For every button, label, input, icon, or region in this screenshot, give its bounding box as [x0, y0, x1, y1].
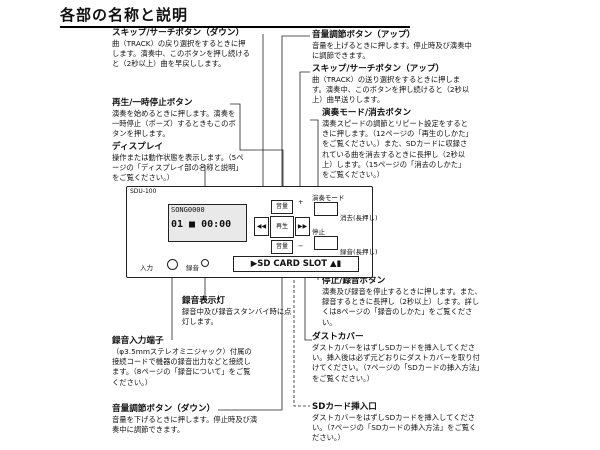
annotation-mode-delete: 演奏モード/消去ボタン 演奏スピードの調節とリピート設定をするときに押します。（… [322, 108, 470, 180]
delete-label: 消去(長押し) [340, 214, 378, 222]
annotation-skip-fwd: スキップ/サーチボタン（アップ） 曲（TRACK）の送り選択をするときに押します… [312, 64, 472, 106]
annotation-body: 音量を下げるときに押します。停止時及び演奏中に調節できます。 [112, 415, 258, 435]
annotation-rec-input: 録音入力端子 （φ3.5mmステレオミニジャック）付属の接続コードで機器の録音出… [112, 336, 252, 388]
control-pad: 音量 ◀◀ 再生 ▶▶ 音量 + − [254, 198, 310, 254]
annotation-title: 音量調節ボタン（アップ） [312, 30, 416, 40]
input-label: 入力 [140, 264, 153, 272]
annotation-sd-slot: SDカード挿入口 ダストカバーをはずしSDカードを挿入してください。（7ページの… [312, 402, 480, 444]
leader-vol-up [281, 35, 310, 204]
annotation-body: ダストカバーをはずしSDカードを挿入してください。挿入後は必ず元どおりにダストカ… [312, 343, 480, 383]
annotation-stop-rec: 停止/録音ボタン 演奏及び録音を停止するときに押します。また、録音するときに長押… [322, 276, 482, 328]
model-label: SDU-100 [130, 188, 157, 195]
record-input-jack[interactable] [167, 259, 178, 270]
play-pause-button[interactable]: 再生 [270, 216, 294, 238]
annotation-title: 演奏モード/消去ボタン [322, 108, 412, 118]
annotation-body: 曲（TRACK）の戻り選択をするときに押します。演奏中、このボタンを押し続けると… [112, 39, 250, 69]
leader-mode [310, 119, 319, 198]
annotation-body: 演奏を始めるときに押します。演奏を一時停止（ポーズ）するときもこのボタンを押しま… [112, 109, 236, 139]
sd-card-slot[interactable]: ▶SD CARD SLOT ▲▮ [233, 256, 359, 272]
annotation-body: 演奏スピードの調節とリピート設定をするときに押します。（12ページの「再生のしか… [322, 119, 470, 180]
annotation-body: 音量を上げるときに押します。停止時及び演奏中に調節できます。 [312, 41, 472, 61]
annotation-body: 演奏及び録音を停止するときに押します。また、録音するときに長押し（2秒以上）しま… [322, 287, 482, 327]
stop-label: 停止 [312, 228, 325, 236]
annotation-body: ダストカバーをはずしSDカードを挿入してください。（7ページの「SDカードの挿入… [312, 413, 477, 443]
annotation-title: 録音表示灯 [182, 296, 225, 306]
annotation-title: 録音入力端子 [112, 336, 164, 346]
annotation-title: 停止/録音ボタン [322, 276, 386, 286]
skip-forward-button[interactable]: ▶▶ [295, 217, 310, 236]
annotation-play-pause: 再生/一時停止ボタン 演奏を始めるときに押します。演奏を一時停止（ポーズ）すると… [112, 98, 236, 140]
annotation-vol-down: 音量調節ボタン（ダウン） 音量を下げるときに押します。停止時及び演奏中に調節でき… [112, 404, 262, 435]
skip-back-button[interactable]: ◀◀ [254, 217, 269, 236]
annotation-title: スキップ/サーチボタン（アップ） [312, 64, 445, 74]
page-title: 各部の名称と説明 [60, 6, 189, 24]
annotation-title: SDカード挿入口 [312, 402, 377, 412]
record-label: 録音(長押し) [340, 248, 378, 256]
leader-sd-slot [293, 270, 310, 407]
annotation-display: ディスプレイ 操作または動作状態を表示します。（5ページの「ディスプレイ部の名称… [112, 142, 244, 184]
annotation-skip-back: スキップ/サーチボタン（ダウン） 曲（TRACK）の戻り選択をするときに押します… [112, 28, 252, 70]
leader-dust [304, 270, 312, 341]
leader-skip-fwd [299, 71, 310, 214]
title-underline [60, 26, 410, 28]
lcd-time-readout: 01 ■ 00:00 [171, 219, 232, 230]
leader-play [230, 103, 284, 212]
lcd-display [168, 204, 247, 242]
minus-label: − [298, 242, 304, 250]
annotation-title: 音量調節ボタン（ダウン） [112, 404, 216, 414]
stop-record-button[interactable] [314, 236, 338, 250]
annotation-body: 操作または動作状態を表示します。（5ページの「ディスプレイ部の名称と説明」をご覧… [112, 153, 244, 183]
mode-delete-button[interactable] [314, 202, 338, 216]
annotation-body: 録音中及び録音スタンバイ時に点灯します。 [182, 307, 292, 327]
lcd-song-label: SONG0000 [171, 206, 205, 214]
annotation-body: 曲（TRACK）の送り選択をするときに押します。演奏中、このボタンを押し続けると… [312, 75, 470, 105]
annotation-body: （φ3.5mmステレオミニジャック）付属の接続コードで機器の録音出力などと接続し… [112, 347, 252, 387]
plus-label: + [298, 198, 304, 206]
record-led-label: 録音 [186, 264, 199, 272]
annotation-rec-led: 録音表示灯 録音中及び録音スタンバイ時に点灯します。 [182, 296, 292, 327]
annotation-title: スキップ/サーチボタン（ダウン） [112, 28, 245, 38]
annotation-vol-up: 音量調節ボタン（アップ） 音量を上げるときに押します。停止時及び演奏中に調節でき… [312, 30, 472, 61]
leader-vol-down [218, 248, 283, 411]
annotation-title: ディスプレイ [112, 142, 163, 152]
record-indicator-led [201, 259, 209, 267]
volume-down-button[interactable]: 音量 [271, 240, 293, 254]
annotation-dust-cover: ダストカバー ダストカバーをはずしSDカードを挿入してください。挿入後は必ず元ど… [312, 332, 480, 384]
annotation-title: 再生/一時停止ボタン [112, 98, 193, 108]
annotation-title: ダストカバー [312, 332, 364, 342]
mode-label: 演奏モード [312, 194, 345, 202]
volume-up-button[interactable]: 音量 [271, 200, 293, 214]
